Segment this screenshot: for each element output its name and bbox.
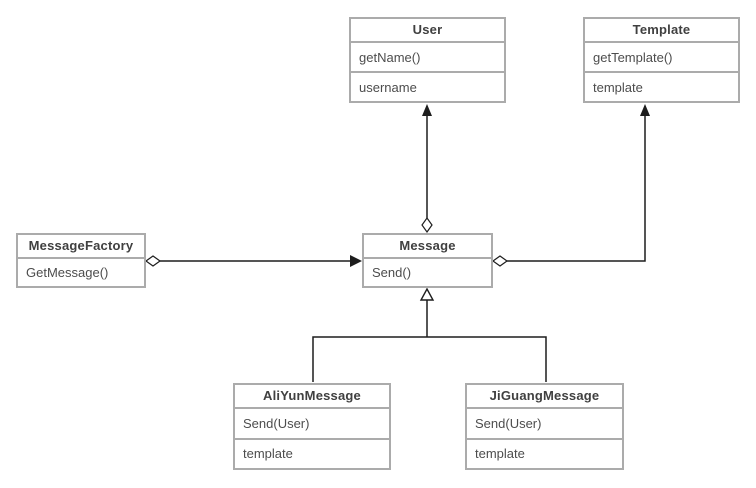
- class-member-row: Send(User): [235, 407, 389, 438]
- class-title: JiGuangMessage: [489, 388, 600, 403]
- class-box-template: Template getTemplate() template: [583, 17, 740, 103]
- class-title: Template: [632, 22, 691, 37]
- class-box-aliyun-message: AliYunMessage Send(User) template: [233, 383, 391, 470]
- class-title: AliYunMessage: [263, 388, 361, 403]
- class-member-row: getTemplate(): [585, 41, 738, 71]
- class-member-row: GetMessage(): [18, 257, 144, 286]
- edge-generalization-to-message: [312, 287, 547, 382]
- class-member-row: template: [467, 437, 622, 469]
- class-title: User: [412, 22, 443, 37]
- class-title: Message: [399, 238, 456, 253]
- class-box-message-factory: MessageFactory GetMessage(): [16, 233, 146, 288]
- class-member-row: Send(): [364, 257, 491, 286]
- edge-messagefactory-message-aggregation: [144, 255, 362, 267]
- class-member-row: Send(User): [467, 407, 622, 438]
- class-member-row: template: [235, 437, 389, 469]
- class-member-row: username: [351, 71, 504, 101]
- class-member-row: getName(): [351, 41, 504, 71]
- edge-message-user-aggregation: [421, 104, 433, 234]
- class-box-message: Message Send(): [362, 233, 493, 288]
- class-box-jiguang-message: JiGuangMessage Send(User) template: [465, 383, 624, 470]
- class-title: MessageFactory: [28, 238, 134, 253]
- class-box-user: User getName() username: [349, 17, 506, 103]
- edge-message-template-aggregation: [491, 104, 650, 267]
- class-member-row: template: [585, 71, 738, 101]
